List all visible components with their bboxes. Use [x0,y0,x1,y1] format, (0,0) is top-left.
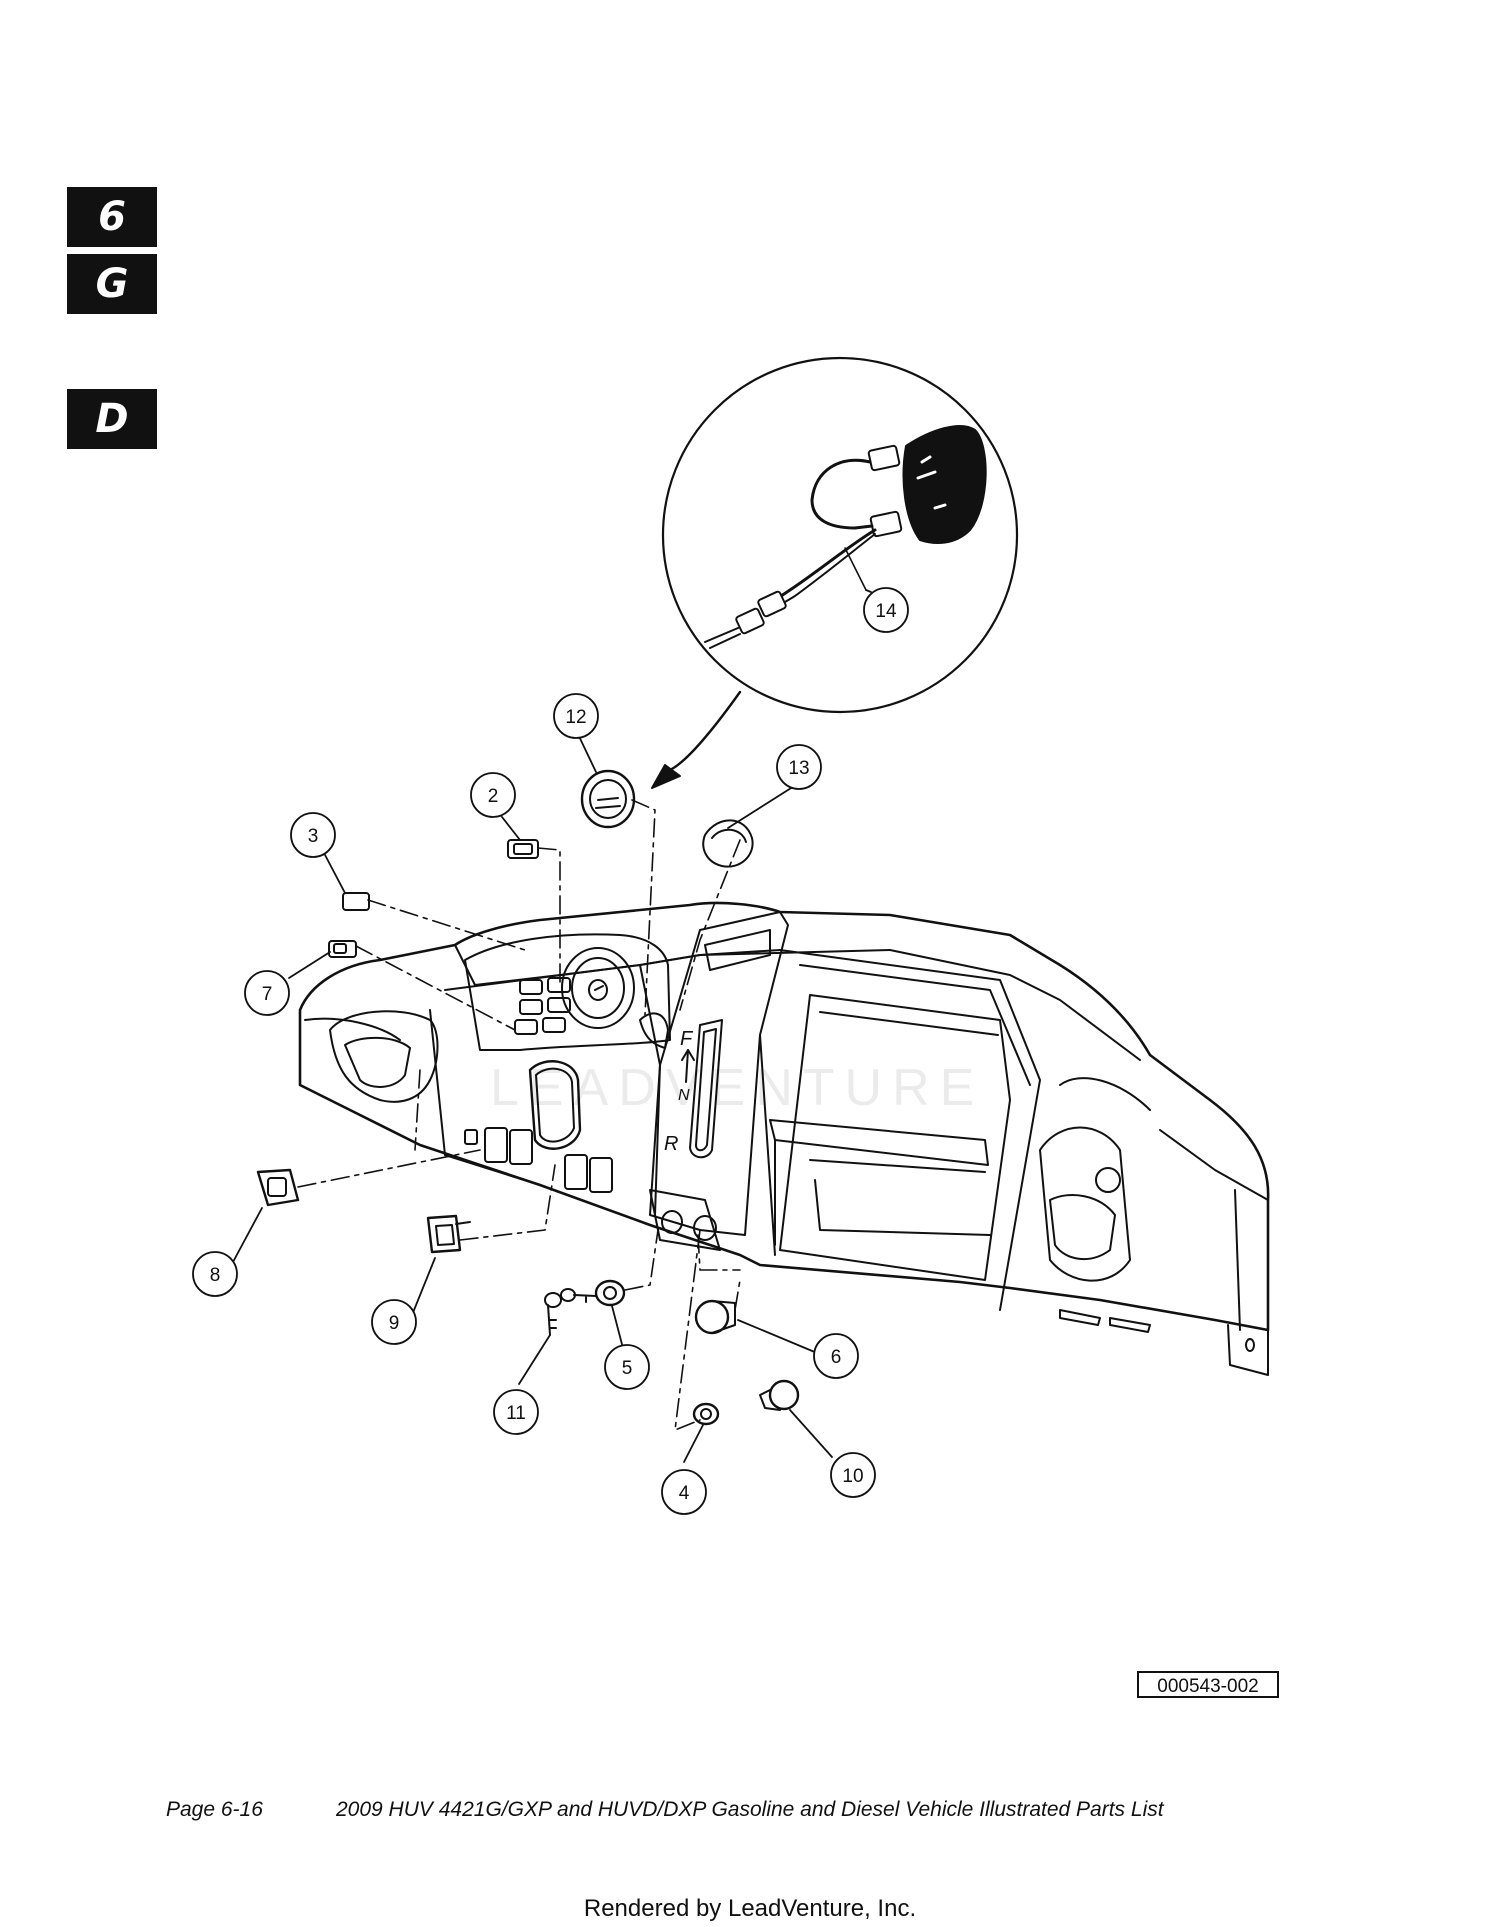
dashboard-shell: F N R [298,901,1270,1376]
callout-11-circle [493,1389,539,1435]
callout-12: 12 [565,707,586,728]
part-11-keys [544,1288,597,1336]
callout-8: 8 [210,1265,221,1286]
part-10-plug [768,1379,800,1411]
callout-12-circle [553,693,599,739]
part-12-outlet [580,769,636,829]
callout-14-circle [863,587,909,633]
footer-page-number: Page 6-16 [166,1798,263,1821]
shifter-label-forward: F [680,1028,694,1050]
callout-5: 5 [622,1358,633,1379]
detail-arrow-line [668,690,742,772]
part-9-plug [426,1214,462,1254]
callout-11: 11 [506,1403,526,1424]
callout-2-circle [470,772,516,818]
callout-13: 13 [788,758,809,779]
part-2-switch [507,839,539,859]
callout-6-circle [813,1333,859,1379]
callout-7: 7 [262,984,273,1005]
callout-9: 9 [389,1313,400,1334]
callout-9-circle [371,1299,417,1345]
rendered-by-credit: Rendered by LeadVenture, Inc. [583,1895,917,1922]
loose-parts [256,769,800,1426]
figure-id: 000543-002 [1137,1671,1279,1698]
section-tab-d: D [67,389,157,449]
part-4-nut [692,1402,720,1426]
assembly-lines [297,799,741,1431]
callout-3-circle [290,812,336,858]
callout-4: 4 [679,1483,690,1504]
part-8-rocker [256,1168,300,1207]
shifter-label-reverse: R [664,1133,678,1155]
watermark-text: LEADVENTURE [490,1059,984,1117]
section-tab-6: 6 [67,187,157,247]
section-tab-g: G [67,254,157,314]
callouts: 12 13 2 3 7 8 9 11 5 6 4 10 14 [192,587,909,1515]
part-5-nut [594,1279,626,1307]
detail-view-harness [661,356,1019,714]
callout-2: 2 [488,786,499,807]
shifter-label-neutral: N [678,1087,690,1104]
part-7-switch [328,940,357,958]
detail-arrow-head [651,764,681,789]
callout-6: 6 [831,1347,842,1368]
callout-10: 10 [842,1466,863,1487]
callout-14: 14 [875,601,897,622]
callout-7-circle [244,970,290,1016]
part-13-ring [702,819,754,868]
callout-5-circle [604,1344,650,1390]
callout-8-circle [192,1251,238,1297]
callout-4-circle [661,1469,707,1515]
part-3-switch [342,892,370,911]
footer-document-title: 2009 HUV 4421G/GXP and HUVD/DXP Gasoline… [336,1798,1164,1821]
callout-13-circle [776,744,822,790]
callout-3: 3 [308,826,319,847]
callout-10-circle [830,1452,876,1498]
